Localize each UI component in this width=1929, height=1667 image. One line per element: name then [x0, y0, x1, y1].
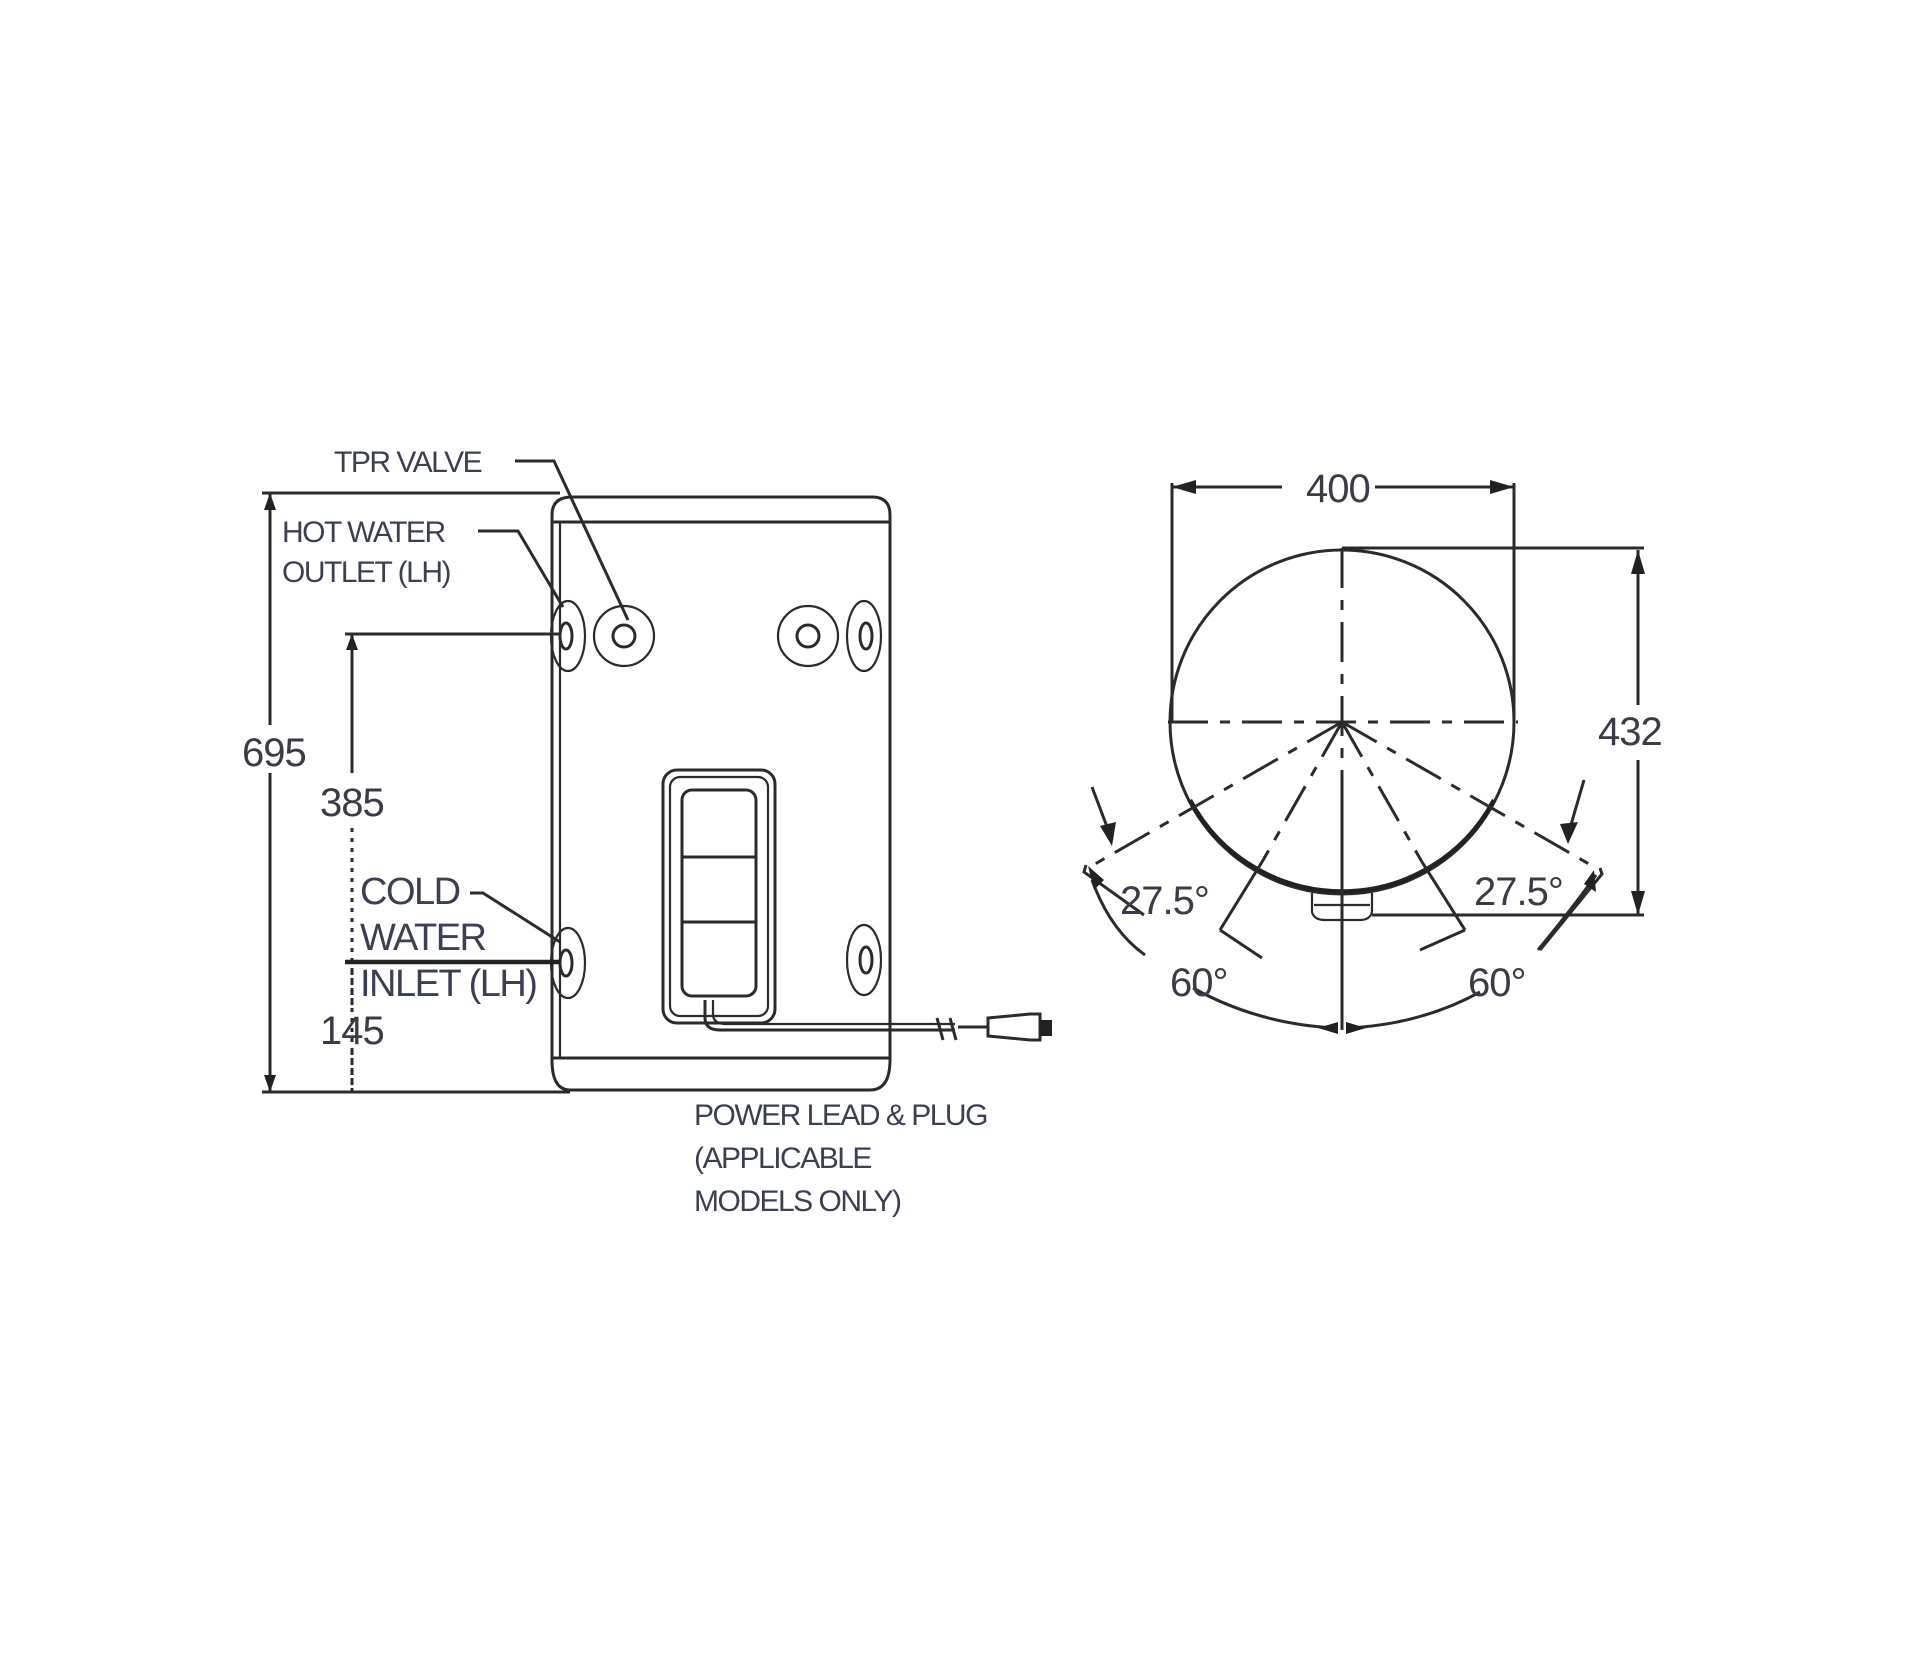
power-lead-label-line1: POWER LEAD & PLUG [694, 1099, 987, 1132]
control-panel-cover [661, 768, 777, 1025]
dimension-diameter [1170, 480, 1516, 722]
power-lead-and-plug [703, 1000, 1052, 1042]
cold-water-inlet-label-line2: WATER [360, 917, 486, 959]
power-lead-label-line2: (APPLICABLE [694, 1142, 871, 1175]
tpr-valve-leader [515, 459, 630, 621]
tpr-valve-label: TPR VALVE [334, 446, 482, 479]
cold-water-inlet-label-line1: COLD [360, 871, 460, 913]
hot-water-outlet-label-line2: OUTLET (LH) [282, 556, 450, 589]
right-lower-fitting [845, 923, 883, 997]
tank-body-outline [550, 495, 892, 1092]
hot-water-outlet-leader [478, 529, 565, 608]
dimension-depth [1342, 546, 1645, 917]
plug-icon [986, 1012, 1042, 1042]
cold-water-inlet-label-line3: INLET (LH) [360, 963, 536, 1005]
hot-water-outlet-fitting [549, 599, 587, 673]
front-view: TPR VALVE HOT WATER OUTLET (LH) COLD WAT… [242, 446, 1052, 1218]
dimension-label-432: 432 [1598, 710, 1662, 754]
angle-label-right-27-5: 27.5° [1474, 870, 1563, 914]
dimension-label-400: 400 [1306, 467, 1370, 511]
angle-label-right-60: 60° [1468, 961, 1526, 1005]
dimension-label-695: 695 [242, 731, 306, 775]
angle-label-left-27-5: 27.5° [1120, 879, 1209, 923]
angle-label-left-60: 60° [1170, 961, 1228, 1005]
cold-water-inlet-leader [470, 891, 561, 944]
dimension-overall-height [262, 491, 570, 1094]
dimension-cold-inlet-height [345, 959, 560, 1092]
tpr-valve-fitting [592, 604, 656, 668]
right-upper-fitting-side [845, 599, 883, 673]
dimension-label-385: 385 [320, 781, 384, 825]
power-lead-label-line3: MODELS ONLY) [694, 1185, 901, 1218]
dimension-label-145: 145 [320, 1009, 384, 1053]
plan-view: 400 432 27.5° 27.5° 60° 60° [1082, 467, 1663, 1034]
hot-water-outlet-label-line1: HOT WATER [282, 516, 445, 549]
right-upper-fitting-outer [776, 604, 840, 668]
